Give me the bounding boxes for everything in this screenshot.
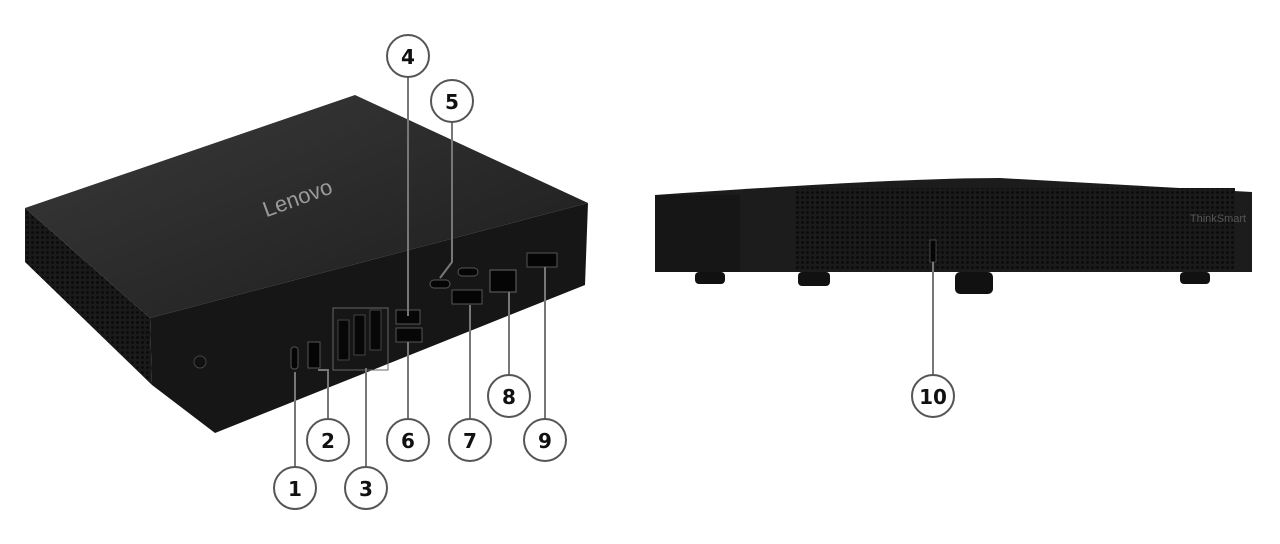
side-slot — [929, 239, 937, 263]
callout-10: 10 — [911, 374, 955, 418]
callout-1: 1 — [273, 466, 317, 510]
usb-c-port-5a — [429, 279, 451, 289]
leader-lines — [294, 77, 934, 467]
callout-2: 2 — [306, 418, 350, 462]
svg-text:10: 10 — [919, 385, 947, 409]
displayport — [307, 341, 321, 369]
callout-6: 6 — [386, 418, 430, 462]
usb-c-port — [290, 346, 299, 370]
svg-text:7: 7 — [463, 429, 477, 453]
usb-a-ports — [332, 307, 389, 371]
usb-c-port-5b — [457, 267, 479, 277]
callout-9: 9 — [523, 418, 567, 462]
device-side-view: ThinkSmart — [655, 178, 1252, 294]
callout-7: 7 — [448, 418, 492, 462]
ethernet-port — [489, 269, 517, 293]
svg-text:6: 6 — [401, 429, 415, 453]
svg-text:4: 4 — [401, 45, 415, 69]
callout-4: 4 — [386, 34, 430, 78]
callout-3: 3 — [344, 466, 388, 510]
svg-text:1: 1 — [288, 477, 302, 501]
svg-text:3: 3 — [359, 477, 373, 501]
device-rear-view: Lenovo — [25, 95, 588, 433]
svg-text:5: 5 — [445, 90, 459, 114]
callout-8: 8 — [487, 374, 531, 418]
svg-text:2: 2 — [321, 429, 335, 453]
hdmi-port-7 — [451, 289, 483, 305]
callout-5: 5 — [430, 79, 474, 123]
svg-text:8: 8 — [502, 385, 516, 409]
hdmi-port-9 — [526, 252, 558, 268]
usb-a-port-6 — [395, 327, 423, 343]
svg-text:9: 9 — [538, 429, 552, 453]
power-button — [193, 355, 207, 369]
thinksmart-logo: ThinkSmart — [1190, 213, 1246, 225]
